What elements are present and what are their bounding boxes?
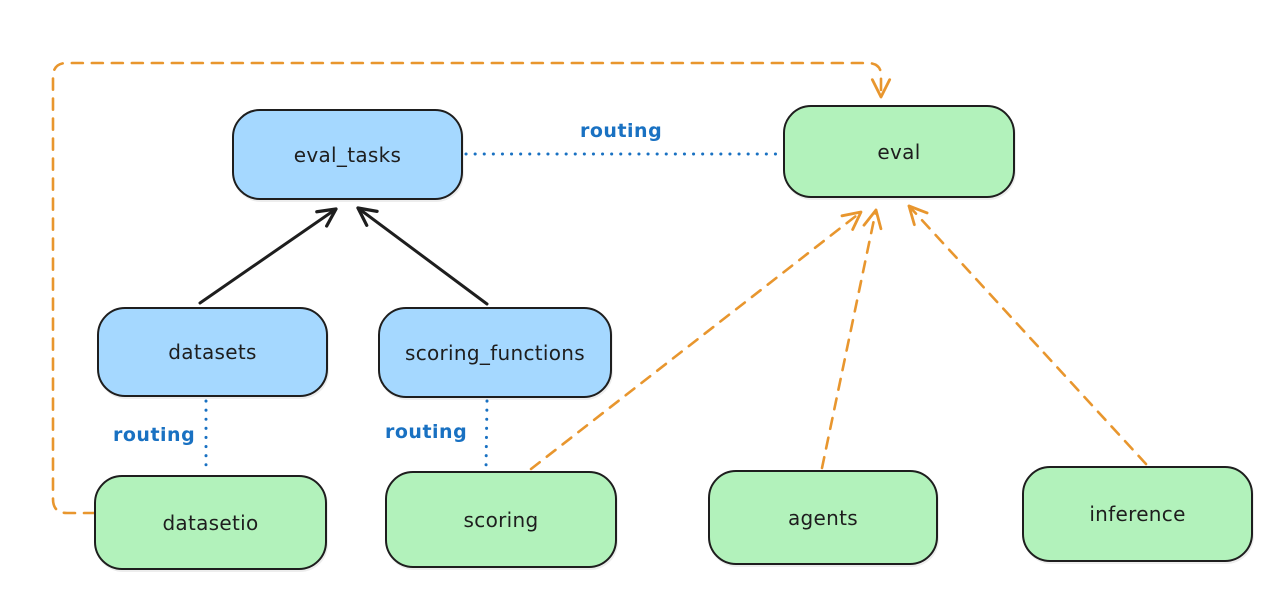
routing-label-scoring-functions-scoring: routing [385, 421, 468, 443]
node-eval: eval [783, 105, 1015, 198]
node-scoring-label: scoring [463, 507, 539, 532]
node-eval-label: eval [877, 139, 921, 164]
node-eval-tasks: eval_tasks [232, 109, 463, 200]
node-eval-tasks-label: eval_tasks [293, 142, 402, 167]
edge-scoring-functions-to-eval-tasks [356, 206, 489, 306]
node-inference-label: inference [1089, 502, 1186, 526]
edge-scoring-functions-to-scoring-routing [484, 399, 489, 470]
edge-inference-to-eval [907, 204, 1148, 466]
edge-scoring-to-eval [529, 210, 863, 471]
node-datasets: datasets [97, 307, 328, 397]
node-datasetio: datasetio [94, 475, 327, 570]
node-scoring-functions: scoring_functions [378, 307, 612, 398]
node-scoring-functions-label: scoring_functions [404, 340, 586, 365]
node-inference: inference [1022, 466, 1253, 562]
node-datasetio-label: datasetio [162, 510, 259, 535]
routing-label-datasets-datasetio: routing [113, 424, 196, 446]
node-datasets-label: datasets [168, 340, 257, 364]
node-agents-label: agents [788, 505, 858, 530]
edge-agents-to-eval [820, 208, 883, 470]
edge-datasets-to-eval-tasks [198, 207, 338, 305]
node-agents: agents [708, 470, 938, 565]
node-scoring: scoring [385, 471, 617, 568]
edge-datasetio-to-eval [51, 61, 892, 515]
routing-label-eval-tasks-eval: routing [580, 120, 663, 142]
